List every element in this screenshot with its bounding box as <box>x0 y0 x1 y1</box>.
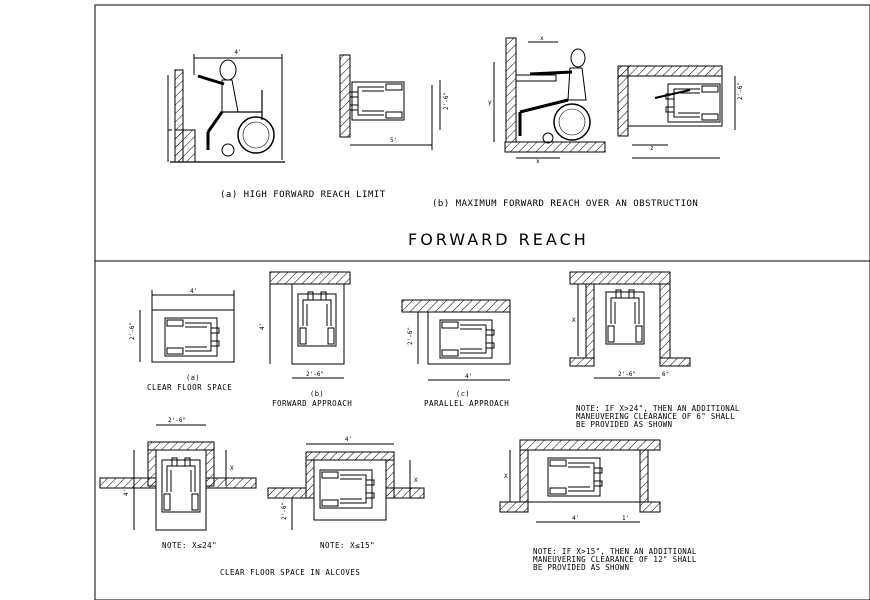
label-a: (a) <box>186 374 201 382</box>
label-c: (c) <box>456 390 471 398</box>
note-additional-6in: NOTE: IF X>24", THEN AN ADDITIONAL MANEU… <box>576 405 740 429</box>
dim-label: 2'-6" <box>618 371 636 378</box>
note-line: NOTE: IF X>24", THEN AN ADDITIONAL <box>576 404 740 413</box>
figure-alcove-forward-x24: 2'-6" 4' X <box>99 417 257 531</box>
caption-high-forward-reach: (a) HIGH FORWARD REACH LIMIT <box>220 190 386 200</box>
dim-label: 6" <box>662 371 669 378</box>
caption-alcoves: CLEAR FLOOR SPACE IN ALCOVES <box>220 568 361 577</box>
dim-label: 4' <box>572 515 579 522</box>
dim-label: 2'-6" <box>737 82 744 100</box>
dim-label: X <box>230 465 234 472</box>
caption-forward-approach: FORWARD APPROACH <box>272 399 353 408</box>
dim-label: x <box>536 158 540 165</box>
note-line: MANEUVERING CLEARANCE OF 6" SHALL <box>576 412 735 421</box>
caption-clear-floor-space: CLEAR FLOOR SPACE <box>147 383 233 392</box>
caption-reach-over-obstruction: (b) MAXIMUM FORWARD REACH OVER AN OBSTRU… <box>432 199 699 209</box>
label-b: (b) <box>310 390 325 398</box>
dim-label: z <box>650 145 654 152</box>
dim-label: 2'-6" <box>168 417 186 424</box>
dim-label: 2'-6" <box>306 371 324 378</box>
bottom-frame <box>94 260 870 600</box>
dim-label: 4' <box>190 288 197 295</box>
figure-alcove-parallel-x15: 4' X 2'-6" <box>267 436 425 530</box>
dim-label: 4' <box>123 489 130 496</box>
note-line: BE PROVIDED AS SHOWN <box>533 563 630 572</box>
caption-parallel-approach: PARALLEL APPROACH <box>424 399 510 408</box>
dim-label: 2'-6" <box>443 92 450 110</box>
figure-parallel-approach: 2'-6" 4' <box>401 299 511 381</box>
dim-label: 1' <box>622 515 629 522</box>
dim-label: x <box>540 35 544 42</box>
dim-label: X <box>414 477 418 484</box>
top-frame <box>94 4 870 262</box>
figure-alcove-parallel-12in: X 4' 1' <box>499 439 661 523</box>
figure-plan-obstruction: z 2'-6" <box>617 65 744 159</box>
figure-plan-forward: 5' 2'-6" <box>339 54 450 150</box>
dim-label: 4' <box>465 373 472 380</box>
figure-high-forward-reach: 4' <box>167 49 285 163</box>
dim-label: 2'-6" <box>129 322 136 340</box>
section-title: FORWARD REACH <box>408 230 589 249</box>
dim-label: 2'-6" <box>407 327 414 345</box>
dim-label: 4' <box>345 436 352 443</box>
dim-label: X <box>572 317 576 324</box>
note-line: BE PROVIDED AS SHOWN <box>576 420 673 429</box>
dim-label: X <box>504 473 508 480</box>
figure-forward-approach: 4' 2'-6" <box>259 271 351 379</box>
dim-label: y <box>488 99 492 106</box>
note-additional-12in: NOTE: IF X>15", THEN AN ADDITIONAL MANEU… <box>533 548 697 572</box>
note-line: NOTE: IF X>15", THEN AN ADDITIONAL <box>533 547 697 556</box>
note-line: MANEUVERING CLEARANCE OF 12" SHALL <box>533 555 697 564</box>
note-x-le-15: NOTE: X≤15" <box>320 541 376 550</box>
figure-clear-floor-space: 4' 2'-6" <box>129 288 235 363</box>
note-x-le-24: NOTE: X≤24" <box>162 541 218 550</box>
dim-label: 2'-6" <box>281 502 288 520</box>
dim-label: 5' <box>390 137 397 144</box>
dim-label: 4' <box>234 49 241 56</box>
figure-alcove-forward-6in: X 2'-6" 6" <box>569 271 691 379</box>
dim-label: 4' <box>259 323 266 330</box>
figure-reach-over-obstruction: x y x <box>488 35 606 165</box>
